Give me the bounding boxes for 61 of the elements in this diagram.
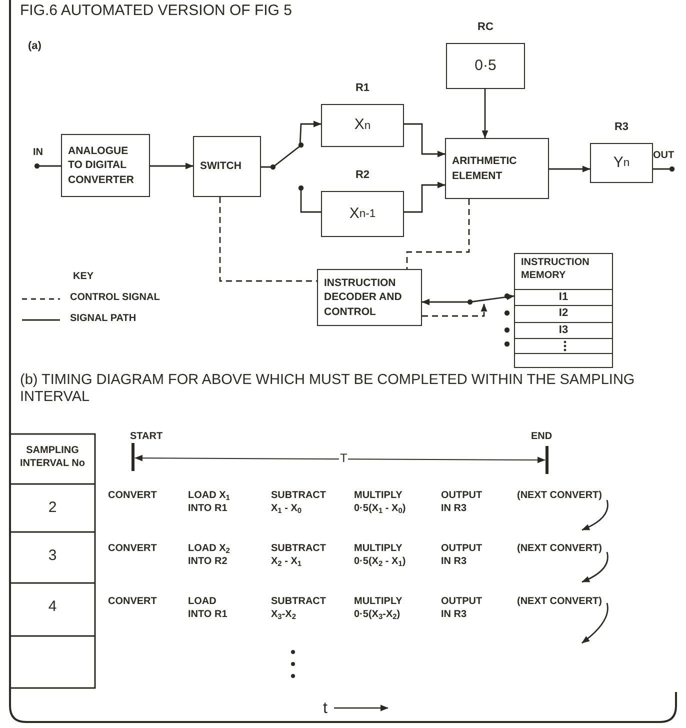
table-cell-text: 2 [47, 499, 58, 518]
control-line [219, 197, 317, 282]
table-cell-text: 4 [47, 598, 58, 617]
timing-label: START [130, 431, 163, 444]
arrow [422, 294, 514, 306]
step-label: (NEXT CONVERT) [517, 596, 602, 608]
section-heading: (b) TIMING DIAGRAM FOR ABOVE WHICH MUST BE COMPLETED WITHIN THE SAMPLING INTERVAL [20, 372, 636, 407]
memory-row: I1 [515, 288, 612, 304]
arrow [261, 120, 322, 168]
step-label: (NEXT CONVERT) [517, 543, 602, 556]
step-label: OUTPUT IN R3 [441, 490, 484, 515]
connector-line [298, 185, 321, 213]
process-box: INSTRUCTION DECODER AND CONTROL [317, 269, 422, 326]
step-label: LOAD X$_{2}$ INTO R2 [188, 543, 231, 568]
memory-row [515, 338, 612, 352]
key-heading: KEY [73, 271, 94, 284]
register-name: R1 [354, 82, 371, 94]
connector-line [653, 166, 675, 172]
memory-row: I3 [515, 322, 612, 338]
process-box: SWITCH [193, 136, 261, 197]
process-box: ANALOGUE TO DIGITAL CONVERTER [61, 134, 150, 197]
legend-label: CONTROL SIGNAL [70, 292, 160, 304]
step-label: OUTPUT IN R3 [441, 596, 484, 621]
step-label: CONVERT [108, 543, 158, 556]
control-line [406, 199, 470, 269]
figure-title: FIG.6 AUTOMATED VERSION OF FIG 5 [20, 2, 292, 21]
arrow [404, 123, 446, 158]
process-box: ARITHMETIC ELEMENT [445, 138, 549, 199]
step-label: MULTIPLY 0·5(X$_{3}$-X$_{2}$) [354, 596, 404, 621]
connector-line [34, 163, 61, 169]
register-box: 0·5 [446, 43, 525, 89]
register-name: R2 [354, 169, 371, 181]
step-label: SUBTRACT X$_{2}$ - X$_{1}$ [271, 543, 327, 568]
register-name: R3 [613, 121, 630, 133]
step-label: (NEXT CONVERT) [517, 490, 602, 502]
arrow [482, 89, 488, 138]
table-cell-text: 3 [47, 547, 58, 566]
step-label: SUBTRACT X$_{3}$-X$_{2}$ [271, 596, 327, 621]
timing-label: END [531, 431, 552, 444]
step-label: LOAD INTO R1 [188, 596, 228, 621]
step-label: LOAD X$_{1}$ INTO R1 [188, 490, 231, 515]
memory-row: I2 [515, 304, 612, 322]
step-label: SUBTRACT X$_{1}$ - X$_{0}$ [271, 490, 327, 515]
axis-label: t [323, 699, 328, 719]
control-line [422, 304, 488, 317]
legend-label: SIGNAL PATH [70, 313, 136, 326]
terminal-label: IN [33, 147, 43, 160]
step-label: MULTIPLY 0·5(X$_{1}$ - X$_{0}$) [354, 490, 407, 515]
step-label: OUTPUT IN R3 [441, 543, 484, 568]
arrow [150, 162, 194, 170]
panel-label: (a) [28, 40, 42, 54]
register-name: RC [476, 21, 494, 33]
step-label: CONVERT [108, 596, 158, 608]
arrow [549, 166, 590, 172]
arrow [404, 182, 446, 213]
terminal-label: OUT [653, 150, 674, 162]
step-label: MULTIPLY 0·5(X$_{2}$ - X$_{1}$) [354, 543, 407, 568]
memory-heading: INSTRUCTION MEMORY [521, 257, 590, 282]
step-label: CONVERT [108, 490, 158, 502]
memory-block [514, 253, 613, 368]
column-header: SAMPLING INTERVAL No [18, 445, 86, 470]
